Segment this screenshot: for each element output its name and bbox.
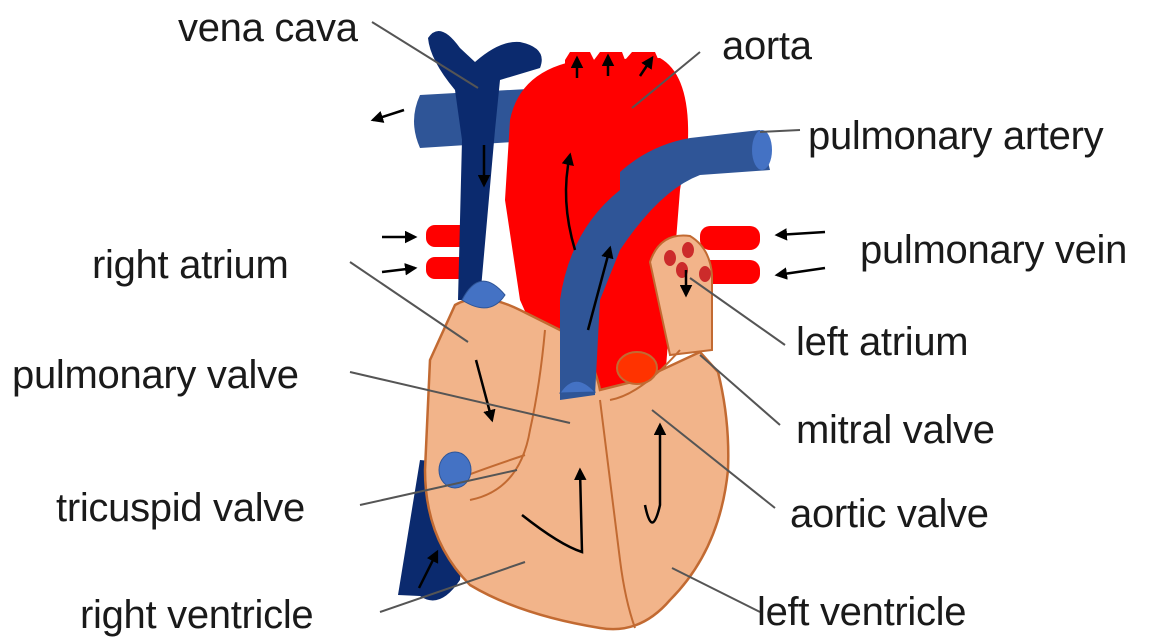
- label-pulmonary-valve: pulmonary valve: [12, 355, 299, 395]
- label-tricuspid-valve: tricuspid valve: [56, 488, 305, 528]
- label-mitral-valve: mitral valve: [796, 410, 995, 450]
- label-right-atrium: right atrium: [92, 245, 288, 285]
- aortic-valve: [617, 352, 657, 384]
- label-vena-cava: vena cava: [178, 8, 358, 48]
- label-pulmonary-vein: pulmonary vein: [860, 230, 1127, 270]
- label-aorta: aorta: [722, 26, 812, 66]
- label-right-ventricle: right ventricle: [80, 595, 313, 635]
- tricuspid-valve: [439, 452, 471, 488]
- label-aortic-valve: aortic valve: [790, 494, 989, 534]
- label-left-atrium: left atrium: [796, 322, 968, 362]
- pulmonary-artery-opening: [752, 130, 772, 170]
- label-pulmonary-artery: pulmonary artery: [808, 116, 1103, 156]
- label-left-ventricle: left ventricle: [757, 592, 966, 632]
